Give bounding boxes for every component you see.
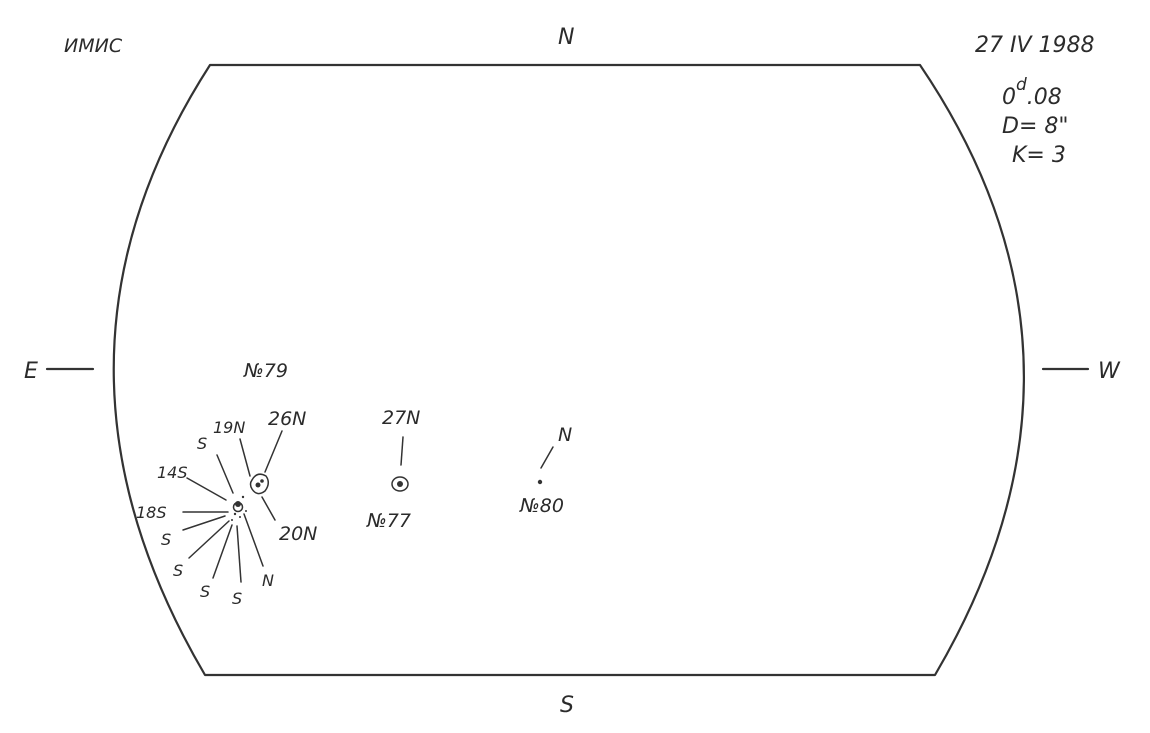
group-77-spot [391,476,409,492]
group-79-label-s-top: S [197,434,207,453]
west-label: W [1098,359,1121,384]
group-80-leader [540,446,554,469]
north-label: N [558,25,574,50]
group-79-leaders [182,430,283,583]
group-79-spots [231,473,269,521]
time-fraction: .08 [1027,85,1062,110]
group-79-label-14s: 14S [157,463,188,482]
group-79-label-20n: 20N [279,523,317,545]
group-77-label-27n: 27N [382,407,420,429]
group-79-label-26n: 26N [268,408,306,430]
group-79-number: №79 [243,360,288,382]
group-79-label-s-4: S [232,589,242,608]
group-80-label-n: N [558,424,572,446]
group-79-label-18s: 18S [136,503,167,522]
group-77-number: №77 [366,510,411,532]
group-79-label-s-3: S [200,582,210,601]
observation-date: 27 IV 1988 [975,33,1095,58]
group-79-label-s-1: S [161,530,171,549]
quality-index: K= 3 [1012,143,1066,168]
observation-time: 0d.08 [1002,75,1062,110]
time-superscript: d [1016,75,1027,95]
group-79-label-19n: 19N [213,418,245,437]
east-label: E [24,359,38,384]
group-79-label-s-2: S [173,561,183,580]
disk-diameter: D= 8" [1002,114,1068,139]
observatory-label: ИМИС [64,35,123,57]
group-80-spot [537,479,543,485]
group-77-leader [400,436,404,466]
time-main: 0 [1002,85,1016,110]
group-79-label-n: N [262,571,274,590]
group-80-number: №80 [519,495,564,517]
solar-disk-outline [112,63,1025,677]
south-label: S [560,693,574,718]
